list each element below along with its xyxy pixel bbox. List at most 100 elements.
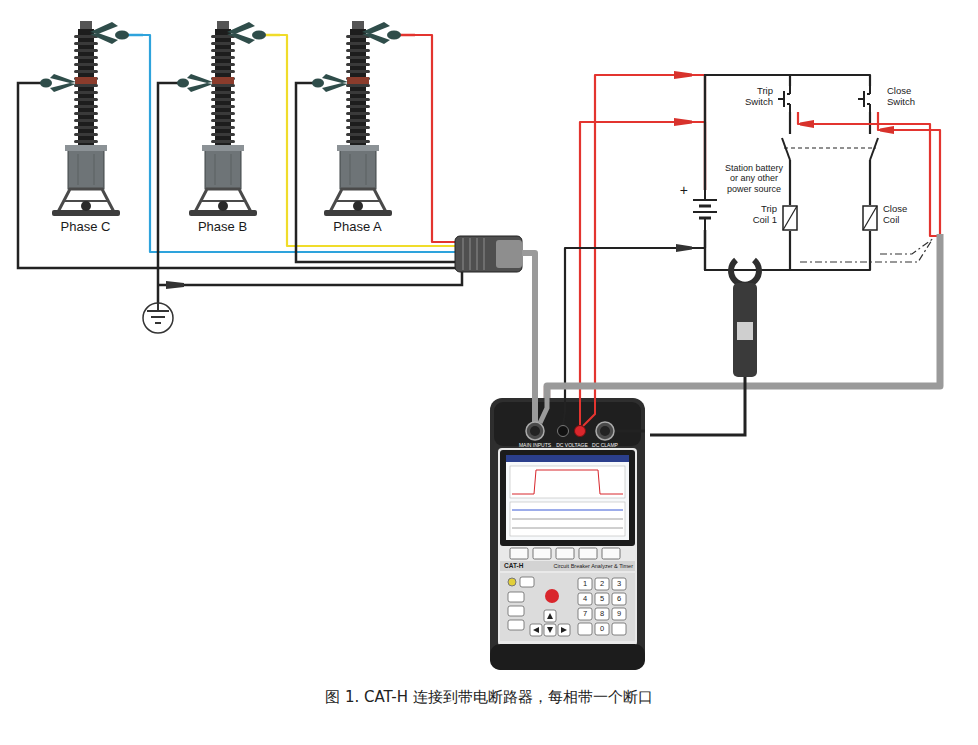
insulator-shed bbox=[74, 91, 98, 94]
breaker-pole-drawing bbox=[165, 13, 280, 218]
insulator-shed bbox=[211, 84, 235, 87]
black-jack bbox=[558, 426, 569, 437]
connector-group bbox=[143, 35, 940, 398]
lead-stub bbox=[579, 398, 581, 425]
test-lead bbox=[165, 82, 179, 85]
clamp-grip bbox=[115, 31, 129, 40]
switch-label: Trip Switch bbox=[739, 86, 773, 108]
test-lead bbox=[296, 83, 458, 262]
clamp-jaw bbox=[227, 33, 255, 44]
support-frame bbox=[58, 189, 114, 212]
insulator-shed bbox=[74, 56, 98, 59]
insulator-shed bbox=[74, 70, 98, 73]
breaker-pole-drawing bbox=[300, 13, 415, 218]
battery-symbol-drawing bbox=[689, 190, 721, 230]
insulator-shed bbox=[211, 112, 235, 115]
key bbox=[508, 620, 524, 630]
alligator-clip bbox=[166, 281, 184, 289]
bottom-bumper bbox=[490, 644, 645, 670]
figure-caption: 图 1. CAT-H 连接到带电断路器，每相带一个断口 bbox=[0, 688, 978, 707]
coil-symbol: Trip Coil 1 bbox=[782, 205, 798, 231]
switch-terminal bbox=[789, 86, 791, 94]
push-switch-drawing bbox=[858, 86, 882, 112]
coil-diagonal bbox=[783, 206, 797, 230]
arrow-glyph bbox=[561, 627, 567, 633]
insulator-shed bbox=[346, 119, 370, 122]
key-digit: 3 bbox=[617, 580, 621, 588]
plug-rib bbox=[462, 238, 464, 270]
insulator-shed bbox=[74, 49, 98, 52]
clamp-grip bbox=[387, 31, 401, 40]
insulator-shed bbox=[346, 70, 370, 73]
breaker-pole: Phase A bbox=[300, 13, 415, 243]
insulator bbox=[350, 29, 366, 149]
ground-symbol bbox=[157, 303, 159, 311]
name-strip bbox=[500, 561, 635, 571]
alligator-clip bbox=[674, 71, 692, 79]
wire bbox=[143, 35, 535, 398]
auxiliary-contact bbox=[782, 138, 790, 160]
support-frame bbox=[195, 189, 251, 212]
number-key bbox=[612, 608, 626, 620]
mechanism-lid bbox=[202, 145, 244, 151]
insulator-shed bbox=[211, 42, 235, 45]
plot-area bbox=[510, 502, 625, 536]
insulator-shed bbox=[346, 91, 370, 94]
contact-gap bbox=[863, 134, 877, 160]
insulator-shed bbox=[346, 42, 370, 45]
cable-plug bbox=[455, 236, 522, 272]
insulator-shed bbox=[74, 119, 98, 122]
auxiliary-contact bbox=[870, 138, 878, 160]
plug-rib bbox=[483, 238, 485, 270]
insulator-shed bbox=[211, 140, 235, 143]
base-wheel bbox=[218, 201, 228, 211]
mechanism-box bbox=[340, 149, 376, 189]
coil-label: Trip Coil 1 bbox=[743, 204, 777, 226]
battery-lead bbox=[704, 218, 706, 230]
analyzer-device: CAT-HCircuit Breaker Analyzer & Timer bbox=[490, 398, 645, 670]
insulator-shed bbox=[74, 133, 98, 136]
coil-symbol-drawing bbox=[862, 205, 878, 231]
polarity-mark: + bbox=[680, 183, 688, 197]
switch-label: Close Switch bbox=[887, 86, 923, 108]
coil-diagonal bbox=[863, 206, 877, 230]
clamp-jaw bbox=[50, 83, 76, 92]
insulator-shed bbox=[74, 84, 98, 87]
insulator-shed bbox=[346, 63, 370, 66]
key-digit: 1 bbox=[583, 580, 587, 588]
ground-symbol bbox=[147, 310, 169, 312]
mechanical-linkage bbox=[784, 147, 876, 148]
dash-dot-lead bbox=[800, 240, 932, 262]
battery-label: Station battery or any other power sourc… bbox=[723, 163, 785, 194]
insulator-shed bbox=[74, 105, 98, 108]
key-digit: 7 bbox=[583, 610, 587, 618]
alligator-clip bbox=[800, 120, 814, 128]
clamp-jaw bbox=[187, 74, 213, 83]
power-lamp bbox=[508, 578, 516, 586]
arrow-key bbox=[544, 624, 556, 636]
coil-label: Close Coil bbox=[883, 204, 915, 226]
terminal-band bbox=[212, 77, 234, 84]
insulator-shed bbox=[211, 63, 235, 66]
push-switch: Close Switch bbox=[858, 86, 882, 112]
number-key bbox=[595, 608, 609, 620]
switch-terminal bbox=[869, 104, 871, 112]
soft-key bbox=[602, 548, 620, 559]
plot-trace bbox=[512, 528, 623, 529]
clamp-plate bbox=[737, 322, 753, 340]
key bbox=[508, 592, 524, 602]
switch-plunger bbox=[858, 98, 864, 100]
clamp-jaw bbox=[187, 83, 213, 92]
mechanism-rib bbox=[94, 154, 95, 185]
switch-terminal bbox=[869, 86, 871, 94]
breaker-pole-drawing bbox=[28, 13, 143, 218]
alligator-clip bbox=[880, 126, 894, 134]
screen-header bbox=[506, 455, 629, 462]
alligator-clip bbox=[676, 244, 692, 252]
plug-nut bbox=[496, 240, 522, 268]
base-wheel bbox=[81, 201, 91, 211]
mechanism-rib bbox=[231, 154, 232, 185]
mechanism-lid bbox=[337, 145, 379, 151]
